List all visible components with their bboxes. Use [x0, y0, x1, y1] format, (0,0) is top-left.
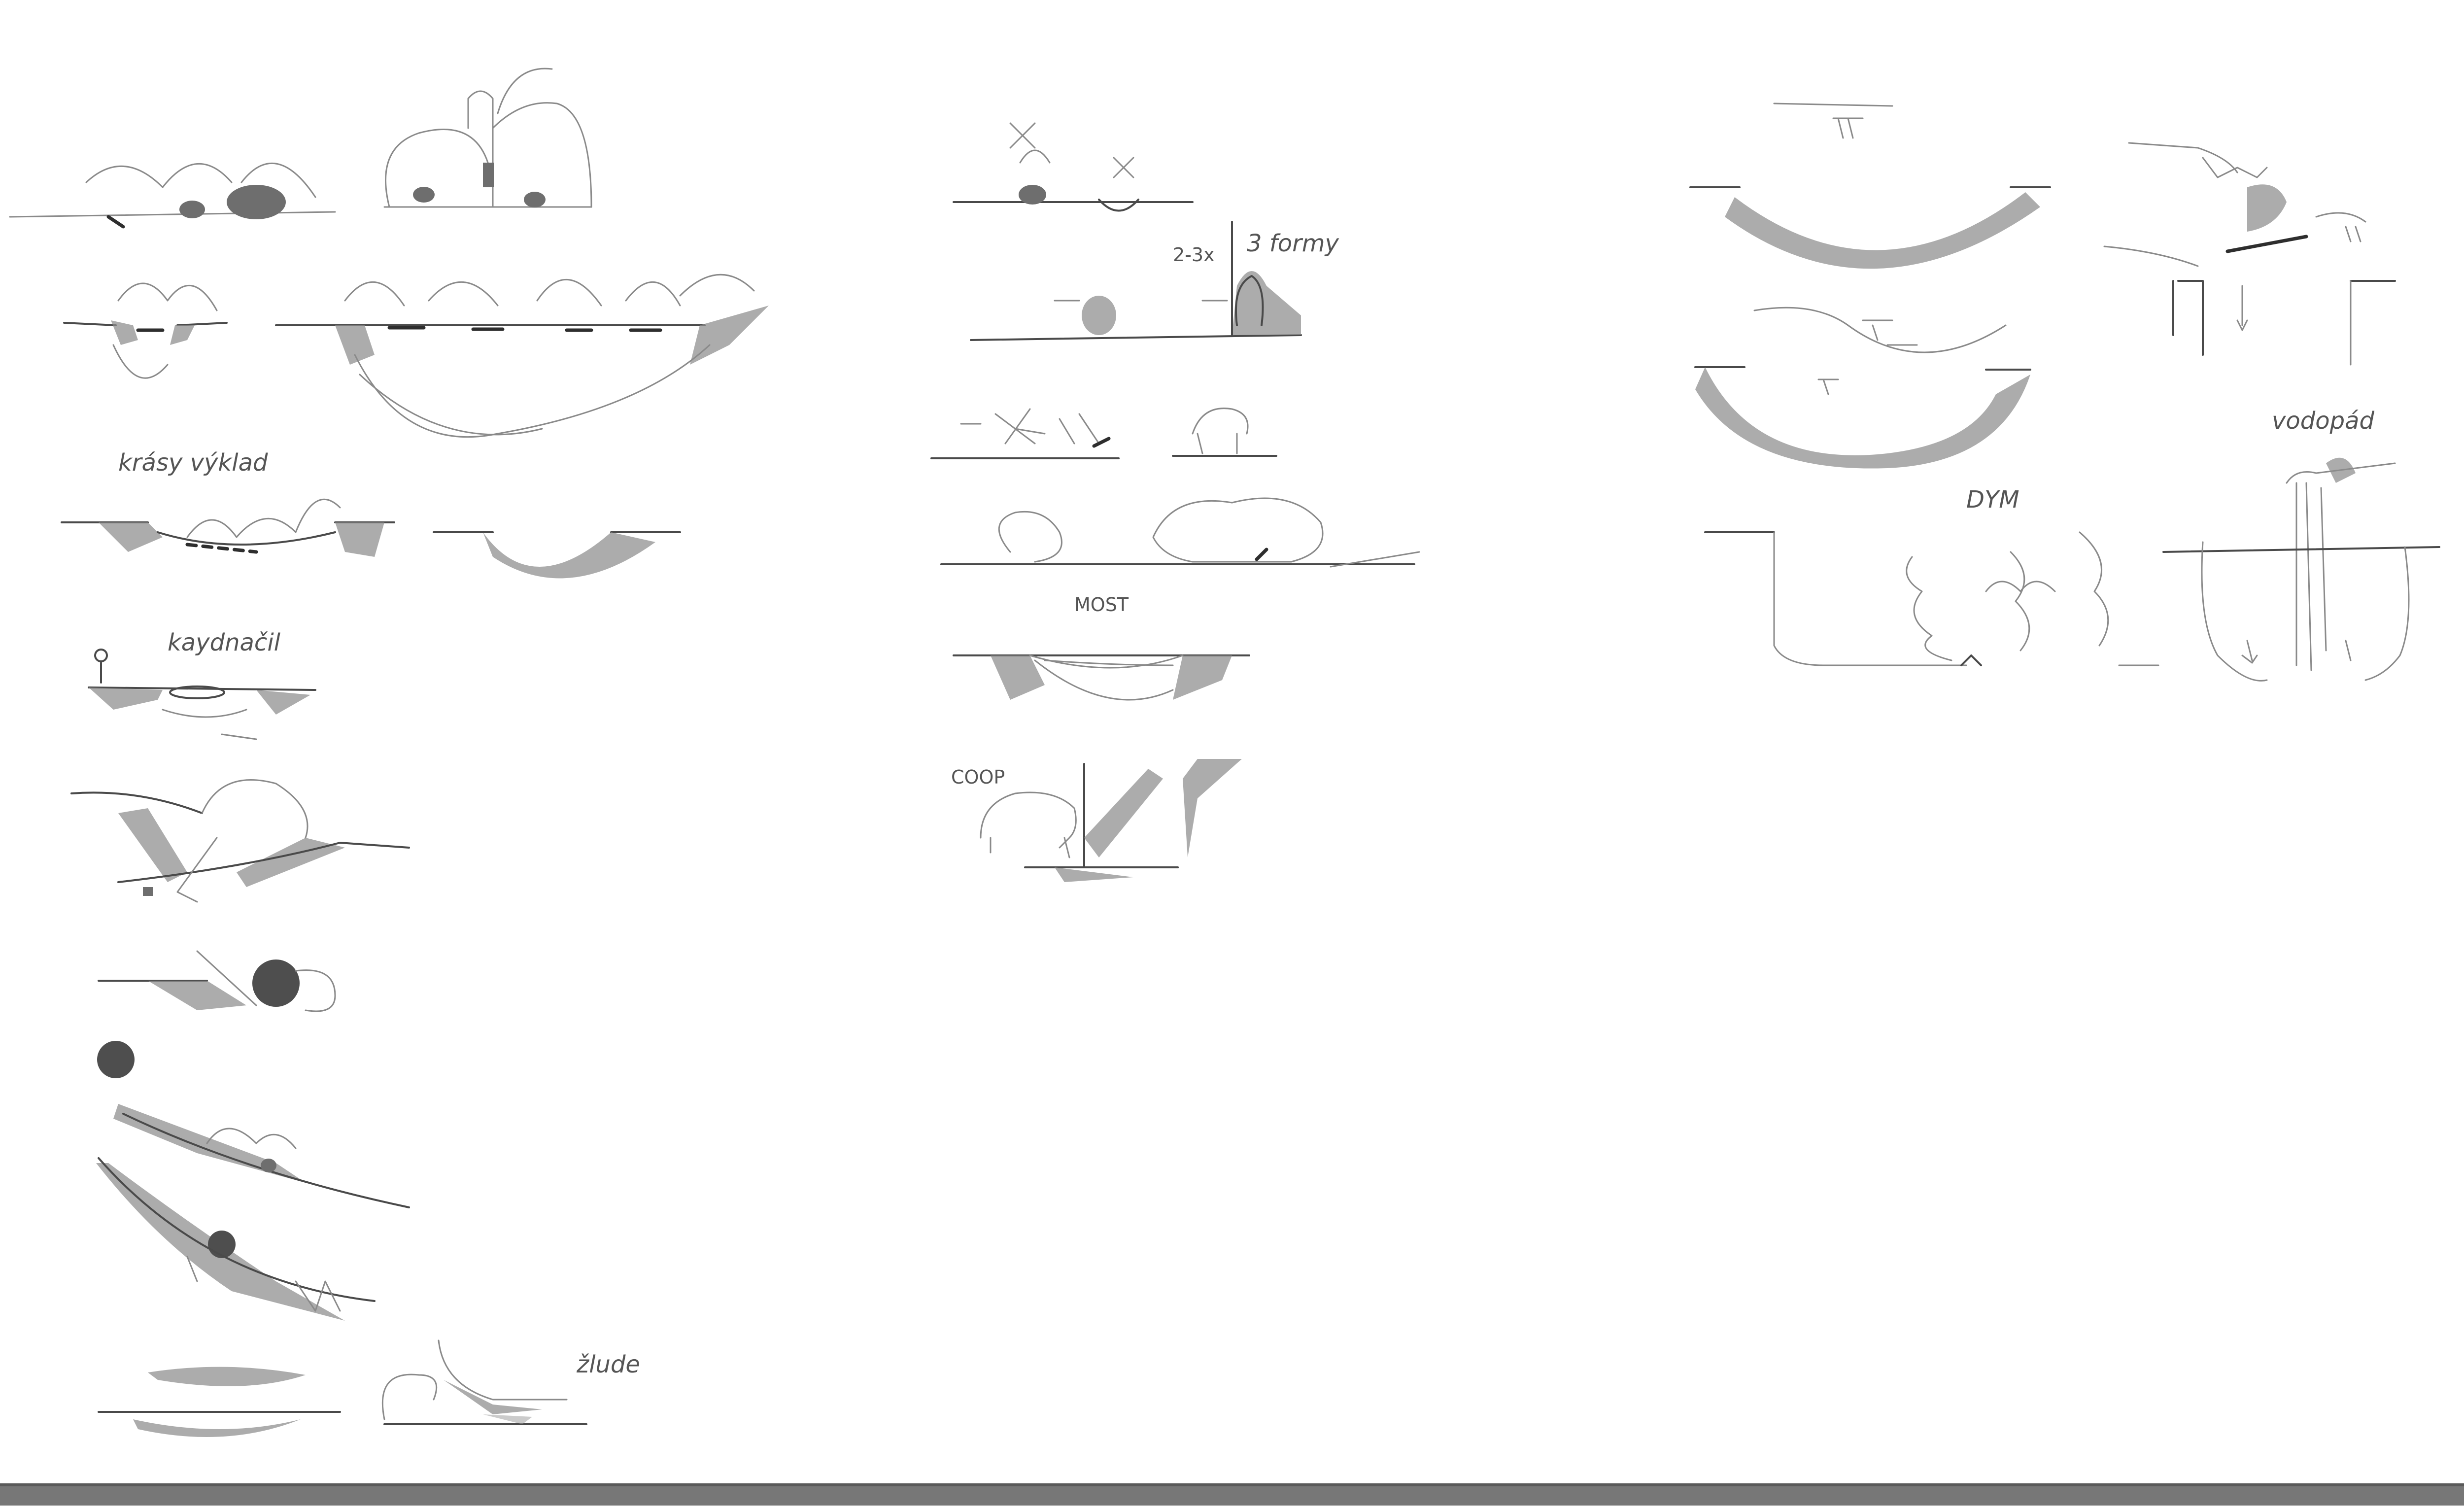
label-2-3x: 2-3x: [1173, 244, 1215, 266]
label-vodopad: vodopád: [2272, 407, 2374, 435]
sketch-mounds: [99, 1367, 340, 1437]
label-most: MOST: [1074, 594, 1129, 616]
label-3-formy: 3 formy: [1247, 230, 1339, 257]
sketch-machine: [2104, 143, 2395, 365]
ground-band: [0, 1483, 2464, 1506]
sketch-crossed-jumps: [954, 123, 1193, 211]
sketch-small-pit: [64, 283, 227, 378]
sketch-most-bridge: [954, 655, 1249, 700]
rock-large: [227, 185, 286, 219]
sketch-coop-bison: [981, 759, 1242, 882]
sketch-figure-pit: [89, 650, 315, 739]
sketch-waterfall: [2163, 458, 2439, 681]
label-coop: COOP: [951, 766, 1005, 788]
sketch-bushes: [941, 498, 1419, 567]
label-zlute: žlude: [576, 1351, 640, 1378]
sketch-bowl: [434, 532, 680, 578]
label-krasy-vyklad: krásy výklad: [118, 449, 268, 477]
ball: [97, 1041, 135, 1078]
label-dym: DYM: [1966, 486, 2019, 514]
sketch-hops-over-rocks: [10, 163, 335, 227]
sketch-debris-animal: [931, 409, 1276, 458]
sketch-dym-pit: [1705, 532, 2158, 665]
sketch-valley-crossing: [62, 499, 394, 557]
sketch-falling-ball: [96, 1041, 409, 1321]
sketch-arches-door: [384, 69, 591, 207]
sketch-slope-roll: [71, 780, 409, 902]
sketch-long-bridge: [276, 274, 769, 437]
label-kaydnacil: kaydnačil: [168, 629, 281, 656]
sketch-basin-top: [1690, 103, 2050, 269]
ground-band-top-edge: [0, 1483, 2464, 1486]
sketch-basin-double: [1695, 308, 2030, 468]
sketch-boulder-ledge: [99, 951, 335, 1011]
door: [483, 163, 494, 187]
sketch-cave-zlute: [382, 1340, 586, 1424]
boulder: [252, 960, 300, 1007]
rock-small: [179, 201, 205, 218]
